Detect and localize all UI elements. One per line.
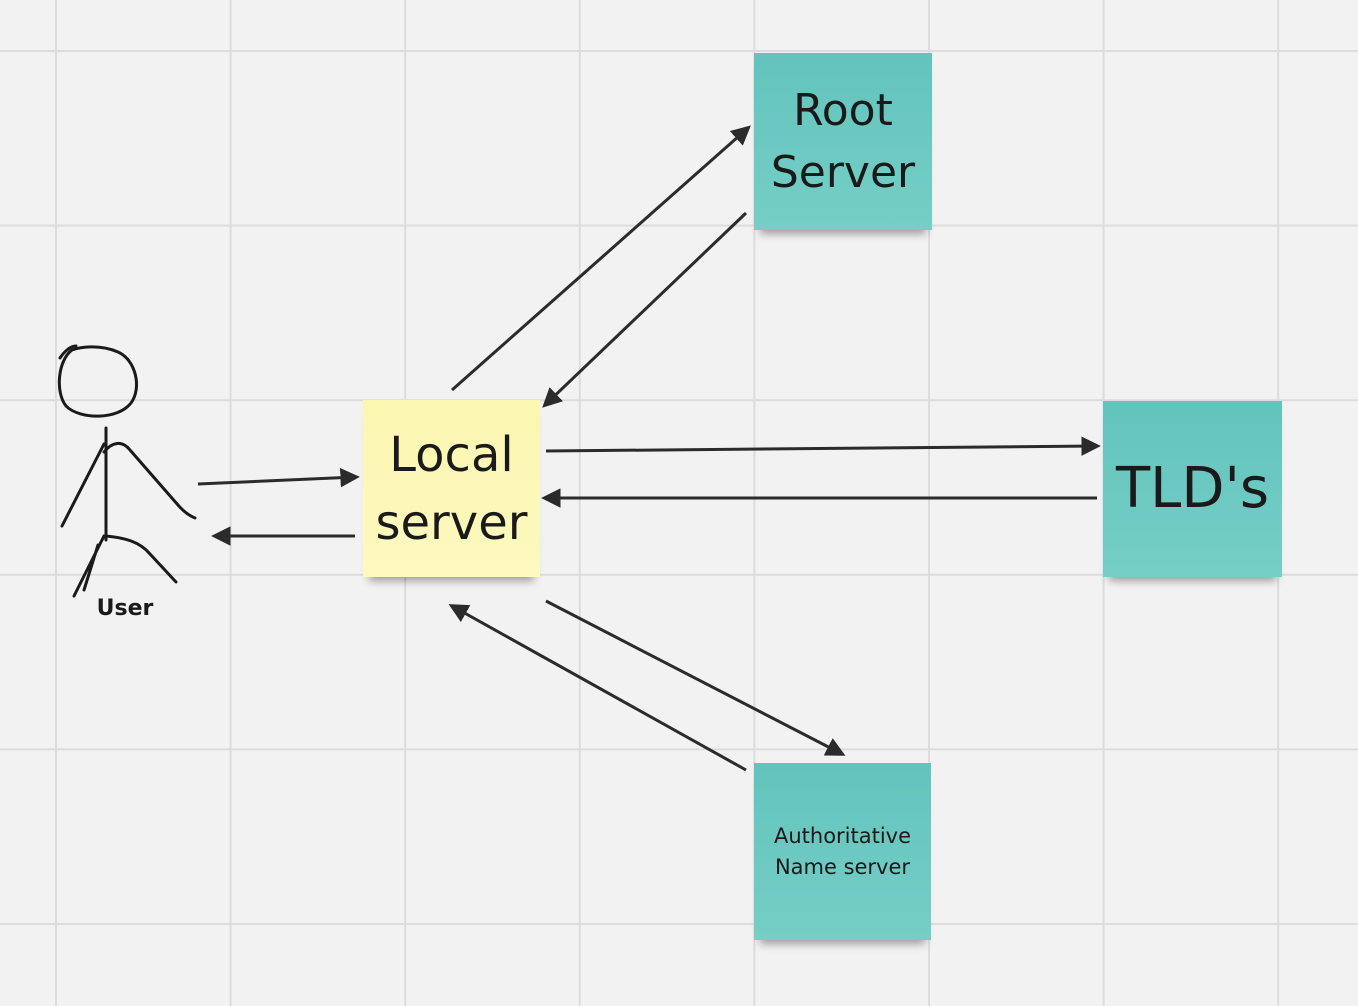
user-arm-right — [102, 442, 197, 520]
arrow-local-to-tld[interactable] — [545, 436, 1101, 456]
arrow-root-to-local[interactable] — [542, 211, 748, 408]
root-server-sticky-note[interactable]: Root Server — [754, 53, 932, 230]
local-server-sticky-note[interactable]: Local server — [363, 400, 540, 577]
arrow-user-to-local[interactable] — [197, 467, 360, 488]
user-stick-figure[interactable] — [57, 344, 197, 598]
user-arm-left — [60, 442, 106, 528]
arrow-auth-to-local[interactable] — [448, 604, 747, 772]
user-label: User — [96, 596, 154, 621]
user-head — [57, 345, 139, 418]
local-server-label: Local server — [375, 426, 528, 551]
user-hair — [58, 344, 78, 360]
tld-label: TLD's — [1115, 456, 1270, 521]
authoritative-name-server-sticky-note[interactable]: Authoritative Name server — [754, 763, 931, 940]
root-server-label: Root Server — [770, 84, 916, 198]
authoritative-name-server-label: Authoritative Name server — [773, 823, 912, 879]
user-leg-left — [72, 534, 106, 598]
tld-sticky-note[interactable]: TLD's — [1103, 401, 1282, 577]
arrow-local-to-root[interactable] — [451, 125, 751, 392]
arrow-local-to-auth[interactable] — [545, 599, 846, 756]
user-leg-right — [104, 534, 178, 584]
